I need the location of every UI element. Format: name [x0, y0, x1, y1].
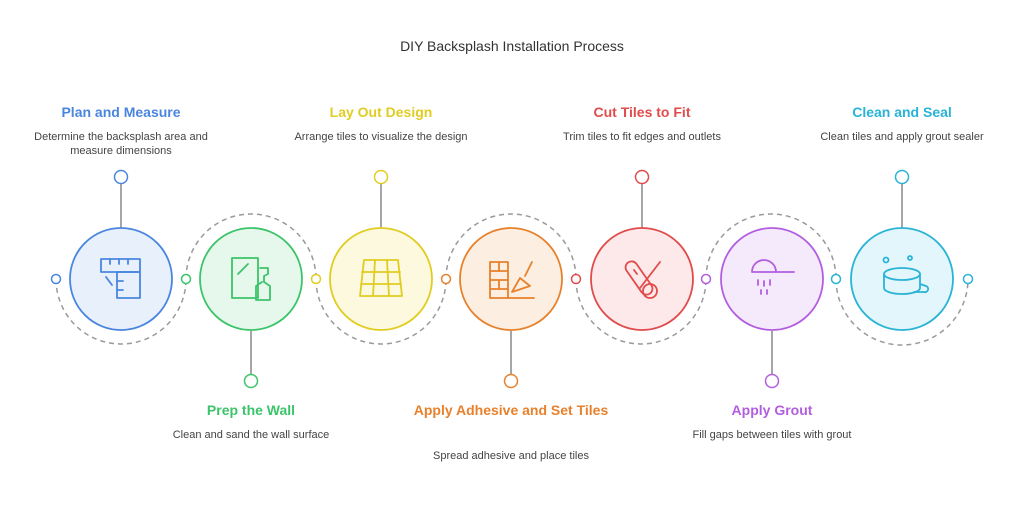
step-3-node — [310, 169, 433, 331]
step-7-circle — [850, 227, 954, 331]
step-3-circle — [329, 227, 433, 331]
step-7-pin — [894, 169, 910, 185]
step-5-description: Trim tiles to fit edges and outlets — [563, 131, 721, 143]
connector-arc — [55, 278, 187, 345]
connector-arc — [705, 213, 837, 280]
step-4-pin — [503, 373, 519, 389]
step-3-description: Arrange tiles to visualize the design — [294, 131, 468, 143]
step-5-pin — [634, 169, 650, 185]
step-2-node — [180, 227, 303, 389]
step-7-node — [830, 169, 974, 331]
step-6-node — [700, 227, 824, 389]
spray-bottle-icon — [231, 257, 271, 301]
sponge-icon — [882, 255, 930, 295]
step-2-title: Prep the Wall — [206, 402, 296, 418]
step-4-node — [440, 227, 563, 389]
step-1-pin — [113, 169, 129, 185]
step-6-circle — [720, 227, 824, 331]
step-4-description: Spread adhesive and place tiles — [433, 450, 589, 462]
step-7-title: Clean and Seal — [852, 104, 952, 120]
step-5-title: Cut Tiles to Fit — [593, 104, 691, 120]
step-6-description: Fill gaps between tiles with grout — [692, 429, 852, 441]
tiles-icon — [359, 259, 403, 297]
tile-cutter-icon — [624, 260, 661, 299]
diagram-title: DIY Backsplash Installation Process — [400, 38, 624, 54]
step-4-title: Apply Adhesive and Set Tiles — [413, 402, 609, 418]
step-7-description: Clean tiles and apply grout sealer — [820, 131, 984, 143]
step-3-pin — [373, 169, 389, 185]
step-5-node — [570, 169, 694, 331]
step-4-circle — [459, 227, 563, 331]
step-2-pin — [243, 373, 259, 389]
step-1-title: Plan and Measure — [61, 104, 181, 120]
trowel-bricks-icon — [489, 261, 535, 299]
step-1-circle — [69, 227, 173, 331]
connector-arc — [835, 278, 969, 346]
connector-arc — [575, 278, 707, 345]
step-2-description: Clean and sand the wall surface — [172, 429, 330, 441]
step-5-circle — [590, 227, 694, 331]
step-6-title: Apply Grout — [731, 402, 813, 418]
step-1-description: Determine the backsplash area and measur… — [34, 131, 208, 157]
step-6-pin — [764, 373, 780, 389]
grout-scoop-icon — [751, 259, 795, 295]
connector-arc — [315, 278, 447, 345]
step-1-node — [50, 169, 173, 331]
step-3-title: Lay Out Design — [329, 104, 433, 120]
ruler-icon — [100, 258, 141, 299]
connector-arc — [445, 213, 577, 280]
step-2-circle — [199, 227, 303, 331]
connector-arc — [185, 213, 317, 280]
